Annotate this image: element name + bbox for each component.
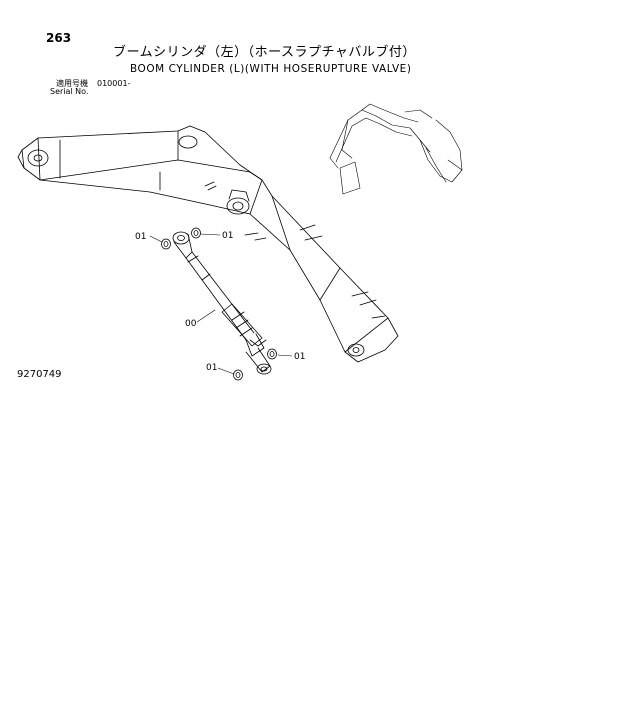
callout-label: 01 [222, 231, 233, 241]
callout-labels: 01 01 00 01 01 [135, 231, 305, 373]
serial-number-value: 010001- [97, 79, 131, 88]
leader-lines [149, 233, 293, 375]
callout-label: 00 [185, 319, 197, 329]
boom-cylinder [172, 231, 272, 375]
callout-label: 01 [206, 363, 217, 373]
serial-label-english: Serial No. [50, 87, 89, 96]
bushing-parts [161, 227, 277, 381]
inset-machine-overview [329, 103, 463, 195]
callout-label: 01 [135, 232, 146, 242]
callout-label: 01 [294, 352, 305, 362]
page-number: 263 [46, 31, 72, 45]
boom-arm [17, 125, 399, 363]
title-english: BOOM CYLINDER (L)(WITH HOSERUPTURE VALVE… [130, 62, 412, 75]
title-japanese: ブームシリンダ（左）（ホースラプチャバルブ付） [113, 45, 416, 60]
serial-label-japanese: 適用号機 [56, 79, 88, 88]
drawing-number: 9270749 [17, 369, 62, 380]
